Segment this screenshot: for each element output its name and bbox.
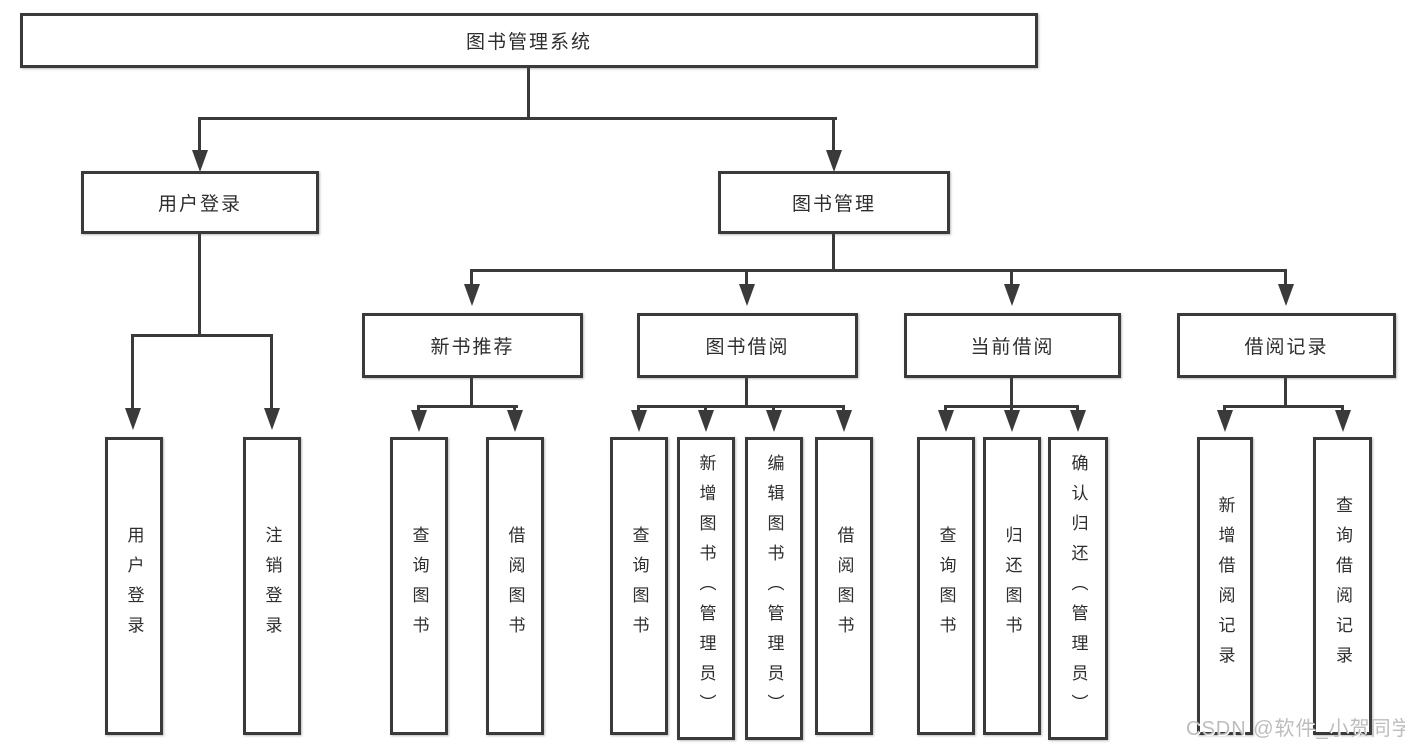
arrow-into-borrow-records <box>1278 284 1294 306</box>
connector-newbooks-bar <box>417 405 518 408</box>
leaf-newbooks-query: 查询图书 <box>390 437 448 735</box>
connector-bookborrow-drop-1 <box>637 405 640 413</box>
connector-bookmgmt-drop-4 <box>1284 269 1287 286</box>
connector-records-bar <box>1223 405 1344 408</box>
connector-bookborrow-drop-3 <box>772 405 775 413</box>
node-root: 图书管理系统 <box>20 13 1038 68</box>
leaf-current-return: 归还图书 <box>983 437 1041 735</box>
arrow-into-leaf-user-login <box>125 408 141 430</box>
connector-bookmgmt-drop-3 <box>1010 269 1013 286</box>
connector-bookborrow-bar <box>637 405 845 408</box>
leaf-current-confirm: 确认归还（管理员） <box>1048 437 1108 740</box>
connector-userlogin-bar <box>131 334 273 337</box>
arrow-into-book-mgmt <box>826 150 842 172</box>
connector-bookborrow-stem <box>745 378 748 408</box>
csdn-watermark: CSDN @软件_小贺同学 <box>1186 718 1405 740</box>
leaf-current-query-label: 查询图书 <box>936 526 956 646</box>
connector-root-bar <box>198 117 837 120</box>
node-user-login: 用户登录 <box>81 171 319 234</box>
connector-current-stem <box>1010 378 1013 408</box>
connector-current-drop-3 <box>1076 405 1079 413</box>
leaf-bookborrow-borrow-label: 借阅图书 <box>834 526 854 646</box>
leaf-bookborrow-borrow: 借阅图书 <box>815 437 873 735</box>
leaf-bookborrow-query-label: 查询图书 <box>629 526 649 646</box>
arrow-into-leaf-bookborrow-add <box>698 410 714 432</box>
leaf-current-query: 查询图书 <box>917 437 975 735</box>
leaf-logout: 注销登录 <box>243 437 301 735</box>
leaf-newbooks-borrow: 借阅图书 <box>486 437 544 735</box>
node-borrow-records: 借阅记录 <box>1177 313 1396 378</box>
node-new-books: 新书推荐 <box>362 313 583 378</box>
arrow-into-leaf-current-confirm <box>1070 410 1086 432</box>
leaf-bookborrow-edit-label: 编辑图书（管理员） <box>764 453 784 724</box>
leaf-bookborrow-add-label: 新增图书（管理员） <box>696 453 716 724</box>
leaf-newbooks-query-label: 查询图书 <box>409 526 429 646</box>
node-book-mgmt-label: 图书管理 <box>791 194 876 215</box>
leaf-records-add-label: 新增借阅记录 <box>1215 496 1235 676</box>
leaf-records-add: 新增借阅记录 <box>1197 437 1253 735</box>
arrow-into-leaf-current-query <box>938 410 954 432</box>
connector-userlogin-drop-1 <box>131 334 134 411</box>
node-user-login-label: 用户登录 <box>157 194 242 215</box>
node-current-borrow: 当前借阅 <box>904 313 1121 378</box>
arrow-into-leaf-bookborrow-borrow <box>836 410 852 432</box>
arrow-into-new-books <box>464 284 480 306</box>
leaf-bookborrow-query: 查询图书 <box>610 437 668 735</box>
connector-records-stem <box>1284 378 1287 408</box>
leaf-records-query-label: 查询借阅记录 <box>1333 496 1352 676</box>
connector-records-drop-2 <box>1341 405 1344 413</box>
connector-bookborrow-drop-2 <box>704 405 707 413</box>
node-book-borrow-label: 图书借阅 <box>705 337 790 358</box>
connector-root-drop-left <box>198 117 201 152</box>
node-new-books-label: 新书推荐 <box>430 337 515 358</box>
arrow-into-leaf-logout <box>264 408 280 430</box>
arrow-into-leaf-newbooks-borrow <box>507 410 523 432</box>
arrow-into-leaf-newbooks-query <box>411 410 427 432</box>
node-book-borrow: 图书借阅 <box>637 313 858 378</box>
connector-root-stem <box>527 68 530 119</box>
connector-newbooks-stem <box>470 378 473 408</box>
connector-bookmgmt-drop-1 <box>470 269 473 286</box>
leaf-bookborrow-add: 新增图书（管理员） <box>677 437 735 740</box>
connector-bookmgmt-drop-2 <box>745 269 748 286</box>
node-root-label: 图书管理系统 <box>465 32 592 53</box>
connector-bookborrow-drop-4 <box>842 405 845 413</box>
arrow-into-leaf-current-return <box>1004 410 1020 432</box>
connector-newbooks-drop-2 <box>513 405 516 413</box>
leaf-current-return-label: 归还图书 <box>1002 526 1022 646</box>
connector-bookmgmt-stem <box>832 234 835 271</box>
connector-bookmgmt-bar <box>470 269 1287 272</box>
connector-userlogin-drop-2 <box>270 334 273 411</box>
arrow-into-current-borrow <box>1004 284 1020 306</box>
leaf-newbooks-borrow-label: 借阅图书 <box>505 526 525 646</box>
node-borrow-records-label: 借阅记录 <box>1244 337 1329 358</box>
arrow-into-leaf-bookborrow-query <box>631 410 647 432</box>
arrow-into-leaf-records-query <box>1335 410 1351 432</box>
arrow-into-leaf-records-add <box>1217 410 1233 432</box>
connector-current-drop-2 <box>1010 405 1013 413</box>
arrow-into-book-borrow <box>739 284 755 306</box>
arrow-into-user-login <box>192 150 208 172</box>
connector-root-drop-right <box>832 117 835 152</box>
leaf-records-query: 查询借阅记录 <box>1313 437 1372 735</box>
leaf-bookborrow-edit: 编辑图书（管理员） <box>745 437 803 740</box>
leaf-user-login-label: 用户登录 <box>124 526 144 646</box>
node-book-mgmt: 图书管理 <box>718 171 950 234</box>
connector-userlogin-stem <box>198 234 201 337</box>
arrow-into-leaf-bookborrow-edit <box>766 410 782 432</box>
leaf-current-confirm-label: 确认归还（管理员） <box>1068 453 1088 724</box>
node-current-borrow-label: 当前借阅 <box>970 337 1055 358</box>
connector-newbooks-drop-1 <box>417 405 420 413</box>
connector-current-drop-1 <box>944 405 947 413</box>
leaf-user-login: 用户登录 <box>105 437 163 735</box>
connector-records-drop-1 <box>1223 405 1226 413</box>
leaf-logout-label: 注销登录 <box>262 526 282 646</box>
